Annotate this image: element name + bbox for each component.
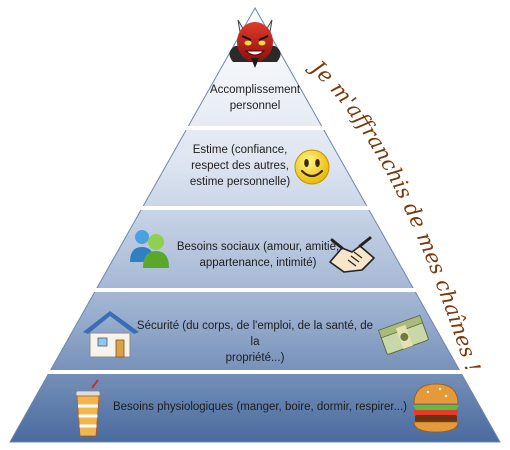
label-line: Besoins physiologiques (manger, boire, d… <box>112 401 408 413</box>
tier-label-besoins-sociaux: Besoins sociaux (amour, amitié, apparten… <box>168 239 348 271</box>
label-line: propriété...) <box>225 352 285 364</box>
tier-label-accomplissement: Accomplissement personnel <box>190 82 320 114</box>
soda-cup-icon <box>75 379 101 437</box>
tier-label-securite: Sécurité (du corps, de l'emploi, de la s… <box>135 318 375 366</box>
house-icon <box>83 311 139 358</box>
burger-icon <box>413 383 459 433</box>
money-stack-icon <box>378 314 429 355</box>
label-line: Sécurité (du corps, de l'emploi, de la s… <box>136 320 374 348</box>
label-line: Accomplissement <box>209 84 301 96</box>
handshake-icon <box>329 236 375 273</box>
label-line: Besoins sociaux (amour, amitié, <box>176 241 340 253</box>
devil-face-icon <box>229 19 281 68</box>
label-line: Estime (confiance, <box>192 144 288 156</box>
people-icon <box>130 230 169 268</box>
tier-label-besoins-physiologiques: Besoins physiologiques (manger, boire, d… <box>110 399 410 415</box>
label-line: personnel <box>229 100 281 112</box>
label-line: appartenance, intimité) <box>199 257 317 269</box>
tier-separators <box>41 126 469 374</box>
label-line: respect des autres, <box>191 160 289 172</box>
tier-label-estime: Estime (confiance, respect des autres, e… <box>180 142 300 190</box>
pyramid-body <box>9 6 501 443</box>
label-line: estime personnelle) <box>189 176 291 188</box>
smiley-face-icon <box>294 149 330 185</box>
